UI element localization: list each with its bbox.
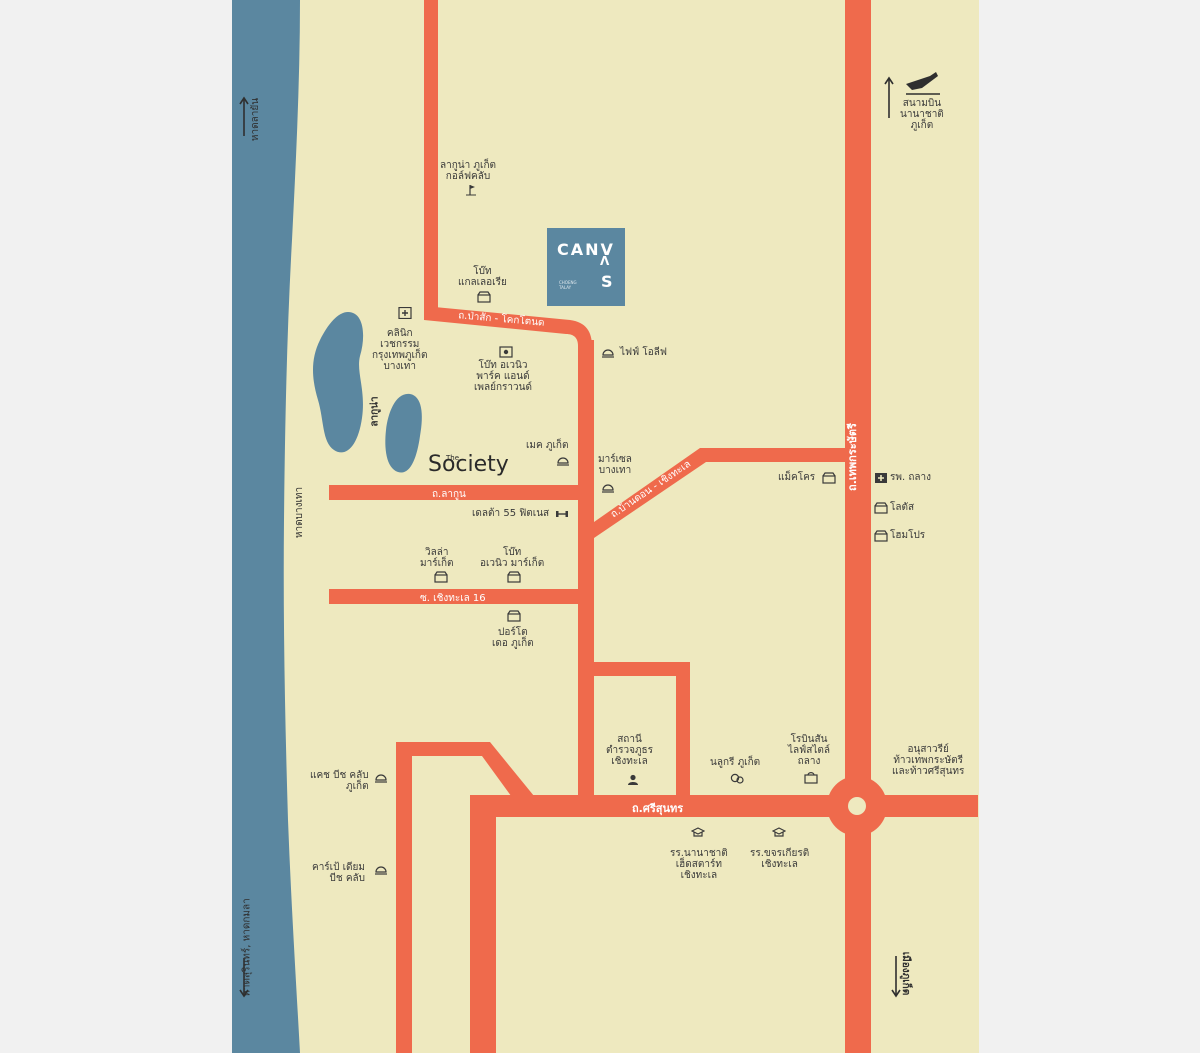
logo-line1: CANV — [557, 240, 615, 259]
school-icon — [772, 827, 786, 837]
road-bandon — [594, 448, 848, 538]
place-boat-park: โบ๊ท อเวนิว พาร์ค แอนด์ เพลย์กราวนด์ — [474, 360, 532, 393]
arrow-north-beach-head — [239, 96, 249, 105]
place-homepro: โฮมโปร — [890, 530, 926, 541]
airplane-icon — [906, 72, 940, 95]
road-srisoonthorn — [470, 795, 978, 817]
shop-icon — [477, 291, 491, 303]
shop-icon — [507, 571, 521, 583]
place-makro: แม็คโคร — [778, 472, 816, 483]
place-robinson: โรบินสัน ไลฟ์สไตล์ ถลาง — [788, 734, 830, 767]
golf-flag-icon — [466, 185, 476, 196]
logo-sub: CHOENG TALAY — [559, 280, 577, 290]
road-label-soi16: ซ. เชิงทะเล 16 — [420, 593, 486, 604]
lagoon-east — [385, 393, 422, 473]
lagoon-west — [313, 312, 364, 453]
lagoon-label: ลากูน่า — [369, 396, 381, 427]
place-porto: ปอร์โต เดอ ภูเก็ต — [492, 627, 534, 649]
place-delta: เดลต้า 55 ฟิตเนส — [472, 508, 550, 519]
hospital-icon — [875, 473, 887, 483]
arrow-airport-head — [884, 76, 894, 85]
shop-icon — [434, 571, 448, 583]
road-loop — [594, 662, 690, 800]
place-villa: วิลล่า มาร์เก็ต — [420, 547, 454, 569]
place-carpe: คาร์เป้ เดียม บีช คลับ — [312, 862, 365, 884]
school-icon — [691, 827, 705, 837]
road-south-1 — [396, 742, 412, 1053]
arrow-town-head — [891, 989, 901, 998]
cafe-icon — [730, 773, 744, 784]
shop-icon — [874, 502, 888, 514]
shop-icon — [822, 472, 836, 484]
place-fifi: ไฟฟ์ โอลีฟ — [620, 347, 667, 358]
road-label-srisoonthorn: ถ.ศรีสุนทร — [632, 802, 684, 815]
place-hospital: รพ. ถลาง — [890, 472, 932, 483]
dining-icon — [602, 484, 614, 493]
dumbbell-icon — [556, 511, 568, 517]
place-boat-gallery: โบ๊ท แกลเลอเรีย — [458, 266, 507, 288]
place-police: สถานี ตำรวจภูธร เชิงทะเล — [606, 734, 654, 767]
road-soi16 — [329, 589, 579, 604]
airport-label: สนามบิน นานาชาติ ภูเก็ต — [900, 98, 944, 131]
mall-icon — [804, 772, 818, 784]
beach-label-top: หาดลายัน — [250, 97, 262, 142]
road-thepkrasattri — [845, 0, 871, 1053]
medical-icon — [398, 307, 412, 319]
society-the: The — [446, 454, 460, 462]
place-nalukri: นลูกรี ภูเก็ต — [710, 757, 761, 768]
place-marcel: มาร์เซล บางเทา — [598, 454, 632, 476]
park-icon — [499, 346, 513, 358]
logo-line3: S — [601, 272, 615, 291]
place-lotus: โลตัส — [890, 502, 915, 513]
town-label: เมืองภูเก็ต — [900, 951, 912, 996]
dining-icon — [602, 349, 614, 358]
place-catch: แคช บีช คลับ ภูเก็ต — [310, 770, 369, 792]
arrow-south-beach-head — [239, 989, 249, 998]
shop-icon — [874, 530, 888, 542]
roundabout-center — [848, 797, 866, 815]
canvas-logo: CANV Λ S CHOENG TALAY — [547, 228, 625, 306]
dining-icon — [375, 774, 387, 783]
road-label-laguna: ถ.ลากูน — [432, 489, 466, 500]
shop-icon — [507, 610, 521, 622]
place-make: เมค ภูเก็ต — [526, 440, 569, 451]
place-school2: รร.ขจรเกียรติ เชิงทะเล — [750, 848, 810, 870]
place-school1: รร.นานาชาติ เฮ็ดสตาร์ท เชิงทะเล — [670, 848, 728, 881]
beach-label-middle: หาดบางเทา — [294, 486, 306, 539]
dining-icon — [375, 866, 387, 875]
road-pasak-vertical — [424, 0, 438, 318]
place-monument: อนุสาวรีย์ ท้าวเทพกระษัตรี และท้าวศรีสุน… — [892, 744, 965, 777]
society-logo: Society — [428, 452, 509, 477]
road-main-vertical — [578, 340, 594, 800]
roads — [329, 0, 978, 1053]
place-golf: ลากูน่า ภูเก็ต กอล์ฟคลับ — [440, 160, 496, 182]
place-clinic: คลินิก เวชกรรม กรุงเทพภูเก็ต บางเทา — [372, 328, 428, 372]
beach-label-bottom: หาดสุรินทร์, หาดกมลา — [241, 898, 253, 997]
sea-area — [232, 0, 300, 1053]
road-south-connector — [396, 742, 534, 800]
police-icon — [628, 774, 638, 785]
place-boat-market: โบ๊ท อเวนิว มาร์เก็ต — [480, 547, 545, 569]
road-south-2 — [470, 795, 496, 1053]
road-laguna — [329, 485, 579, 500]
direction-arrows — [239, 76, 901, 998]
dining-icon — [557, 457, 569, 466]
road-label-thepkrasattri: ถ.เทพกระษัตรี — [845, 423, 859, 491]
logo-line2: Λ — [600, 254, 612, 268]
road-pasak-curve — [424, 306, 592, 346]
